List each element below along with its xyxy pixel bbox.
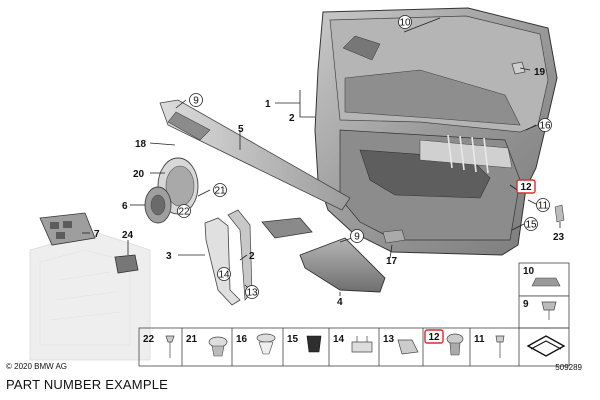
parts-cell-14-label: 14 [333,334,345,345]
callout-11-diagram: 11 [536,198,550,212]
switch-part-24 [114,254,139,274]
callout-22-diagram-label: 22 [178,207,190,218]
chevron-pointer-icon [526,335,566,357]
door-inner-panel-background [29,231,151,361]
callout-2-lower-label: 2 [249,251,255,262]
drawing-number: 509289 [555,363,582,372]
trim-piece-upper-middle [261,217,313,239]
upper-trim-strip [159,99,351,211]
parts-cell-9 [518,295,570,329]
callout-16: 16 [538,118,552,132]
callout-21-diagram: 21 [213,183,227,197]
callout-9-upper-label: 9 [193,96,199,107]
callout-5-label: 5 [238,124,244,135]
screw-icon [495,335,505,358]
callout-10-label: 10 [399,18,411,29]
callout-7-label: 7 [94,229,100,240]
callout-4-label: 4 [337,297,343,308]
part-23-clip [554,204,565,223]
callout-18: 18 [135,139,147,150]
speaker-part [144,186,172,224]
callout-20: 20 [133,169,145,180]
callout-6-label: 6 [122,201,128,212]
callout-9-upper: 9 [189,93,203,107]
callout-20-label: 20 [133,169,145,180]
parts-cell-16-label: 16 [236,334,248,345]
callout-3-label: 3 [166,251,172,262]
parts-cell-9-label: 9 [523,299,529,310]
parts-table-side: 10 9 [518,262,570,329]
parts-cell-15-label: 15 [287,334,299,345]
clip-part-17 [382,229,406,244]
callout-23-label: 23 [553,232,565,243]
parts-table-bottom: 22 21 16 15 14 13 12 11 [138,327,570,367]
clip-part-19 [511,61,526,75]
callout-15-diagram: 15 [524,217,538,231]
callout-2-upper-label: 2 [289,113,295,124]
parts-cell-10-label: 10 [523,266,535,277]
callout-2-lower: 2 [249,251,255,262]
door-trim-panel [314,7,558,256]
callout-24: 24 [122,230,134,241]
callout-3: 3 [166,251,172,262]
callout-18-label: 18 [135,139,147,150]
callout-17-label: 17 [386,256,398,267]
armrest-part [299,237,386,293]
callout-22-diagram: 22 [177,204,191,218]
callout-15-diagram-label: 15 [525,220,537,231]
callout-19-label: 19 [534,67,546,78]
window-switch-block [39,212,96,246]
callout-11-diagram-label: 11 [538,201,549,212]
callout-23: 23 [553,232,565,243]
callout-2-upper: 2 [289,113,295,124]
parts-cell-13-label: 13 [383,334,395,345]
callout-12-diagram-label: 12 [520,182,532,193]
part-number-caption: PART NUMBER EXAMPLE [6,377,169,392]
callout-14-diagram-label: 14 [218,270,230,281]
screw-icon [165,335,175,358]
callout-21-diagram-label: 21 [214,186,226,197]
callout-6: 6 [122,201,128,212]
callout-19: 19 [534,67,546,78]
callout-12-diagram: 12 [516,179,536,194]
callout-17: 17 [386,256,398,267]
callout-16-label: 16 [539,121,551,132]
callout-1-label: 1 [265,99,271,110]
callout-4: 4 [337,297,343,308]
callout-9-lower-label: 9 [354,232,360,243]
parts-cell-22-label: 22 [143,334,155,345]
callout-13-diagram-label: 13 [246,288,258,299]
parts-cell-21-label: 21 [186,334,198,345]
parts-cell-12-label: 12 [428,332,440,343]
copyright-notice: © 2020 BMW AG [6,362,68,371]
callout-7: 7 [94,229,100,240]
door-pull-handle [204,217,241,306]
callout-14-diagram: 14 [217,267,231,281]
callout-10: 10 [398,15,412,29]
callout-5: 5 [238,124,244,135]
callout-1: 1 [265,99,271,110]
callout-9-lower: 9 [350,229,364,243]
parts-cell-11-label: 11 [474,334,485,345]
callout-13-diagram: 13 [245,285,259,299]
highlight-box-12 [424,329,444,344]
callout-24-label: 24 [122,230,134,241]
